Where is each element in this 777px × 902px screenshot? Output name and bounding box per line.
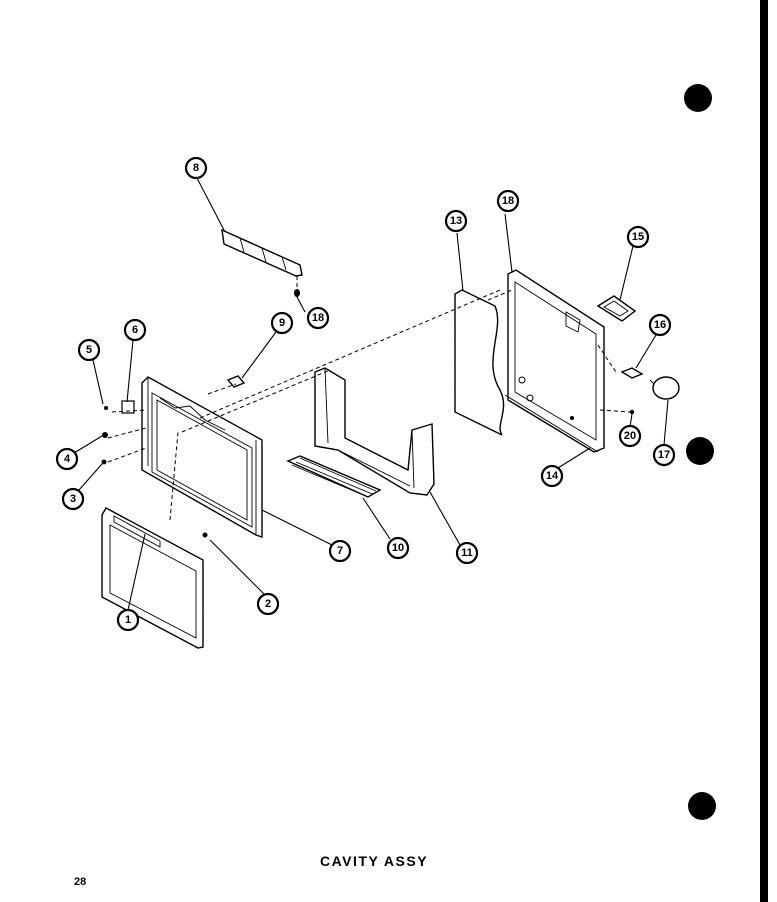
callout-17: 17	[652, 443, 676, 467]
leader-lines	[73, 177, 669, 611]
part-11-cavity-liner	[314, 367, 435, 496]
callout-9: 9	[270, 311, 294, 335]
part-10-grille	[286, 455, 382, 498]
svg-text:15: 15	[632, 231, 644, 243]
part-15-plate	[596, 295, 637, 322]
svg-text:7: 7	[337, 545, 343, 557]
svg-text:4: 4	[64, 453, 71, 465]
callout-5: 5	[77, 338, 101, 362]
svg-text:16: 16	[654, 319, 666, 331]
page-number: 28	[74, 876, 87, 888]
callout-6: 6	[123, 318, 147, 342]
svg-text:13: 13	[450, 215, 462, 227]
part-13-insulation	[454, 289, 505, 437]
svg-text:3: 3	[70, 493, 76, 505]
callout-13: 13	[444, 209, 468, 233]
svg-text:20: 20	[624, 430, 636, 442]
punch-hole-bottom	[688, 792, 716, 820]
svg-text:1: 1	[125, 614, 131, 626]
part-1-door-panel	[101, 507, 204, 649]
callout-18-rear: 18	[496, 189, 520, 213]
svg-text:6: 6	[132, 324, 138, 336]
svg-text:9: 9	[279, 317, 285, 329]
assembly-lines	[107, 289, 631, 521]
callout-14: 14	[540, 464, 564, 488]
callout-15: 15	[626, 225, 650, 249]
binder-edge-rule	[760, 0, 768, 902]
small-hardware	[101, 375, 635, 538]
punch-hole-top	[684, 84, 712, 112]
svg-text:5: 5	[86, 344, 92, 356]
part-18-screw-top	[294, 276, 300, 297]
page-title: CAVITY ASSY	[320, 853, 429, 869]
part-16-lamp-socket	[620, 367, 644, 379]
callout-16: 16	[648, 313, 672, 337]
callout-8: 8	[184, 156, 208, 180]
callout-11: 11	[455, 541, 479, 565]
part-17-lamp-bulb	[649, 376, 680, 400]
svg-text:11: 11	[461, 547, 473, 559]
punch-hole-middle	[686, 437, 714, 465]
svg-text:10: 10	[392, 542, 404, 554]
callout-4: 4	[55, 447, 79, 471]
callout-18-top: 18	[306, 306, 330, 330]
part-7-front-frame	[141, 376, 263, 538]
callout-7: 7	[328, 539, 352, 563]
svg-text:2: 2	[265, 598, 271, 610]
part-14-rear-panel	[504, 269, 605, 453]
svg-text:8: 8	[193, 162, 199, 174]
callout-2: 2	[256, 592, 280, 616]
callout-20: 20	[618, 424, 642, 448]
svg-text:14: 14	[546, 470, 559, 482]
svg-text:17: 17	[658, 449, 670, 461]
callout-1: 1	[116, 608, 140, 632]
svg-text:18: 18	[312, 312, 324, 324]
callout-10: 10	[386, 536, 410, 560]
svg-text:18: 18	[502, 195, 514, 207]
part-8-bracket	[221, 228, 303, 277]
callout-3: 3	[61, 487, 85, 511]
